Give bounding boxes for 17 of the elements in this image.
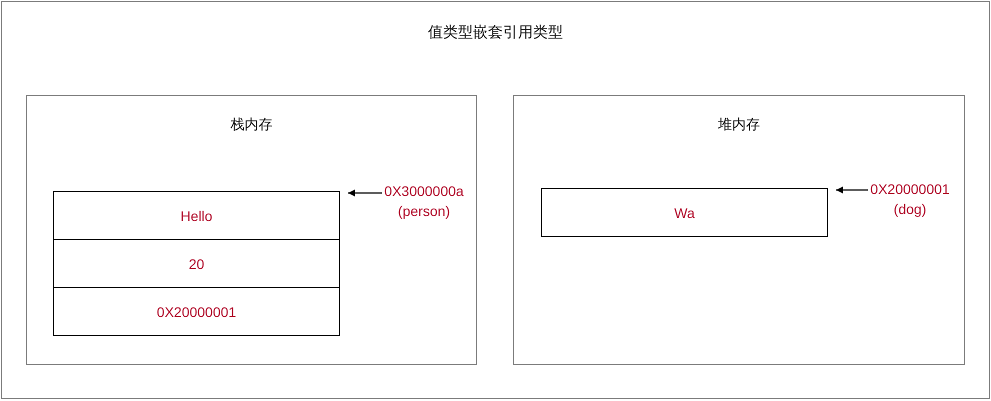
memory-cell bbox=[53, 191, 340, 240]
frame-heading: 值类型嵌套引用类型 bbox=[428, 23, 563, 42]
memory-cell bbox=[541, 188, 828, 237]
arrow bbox=[348, 190, 382, 196]
area-heading: 栈内存 bbox=[230, 116, 272, 134]
cell-value: 20 bbox=[188, 254, 204, 274]
memory-cell bbox=[53, 287, 340, 336]
memory-cell bbox=[53, 239, 340, 288]
area-heading: 堆内存 bbox=[718, 116, 760, 134]
cell-value: Hello bbox=[180, 206, 212, 226]
address-label: 0X3000000a (person) bbox=[383, 182, 465, 221]
cell-value: Wa bbox=[674, 204, 695, 222]
memory-area-box bbox=[26, 95, 477, 365]
address-label: 0X20000001 (dog) bbox=[869, 180, 951, 219]
cell-value: 0X20000001 bbox=[156, 302, 236, 322]
memory-area-box bbox=[513, 95, 965, 365]
arrow bbox=[836, 186, 868, 194]
